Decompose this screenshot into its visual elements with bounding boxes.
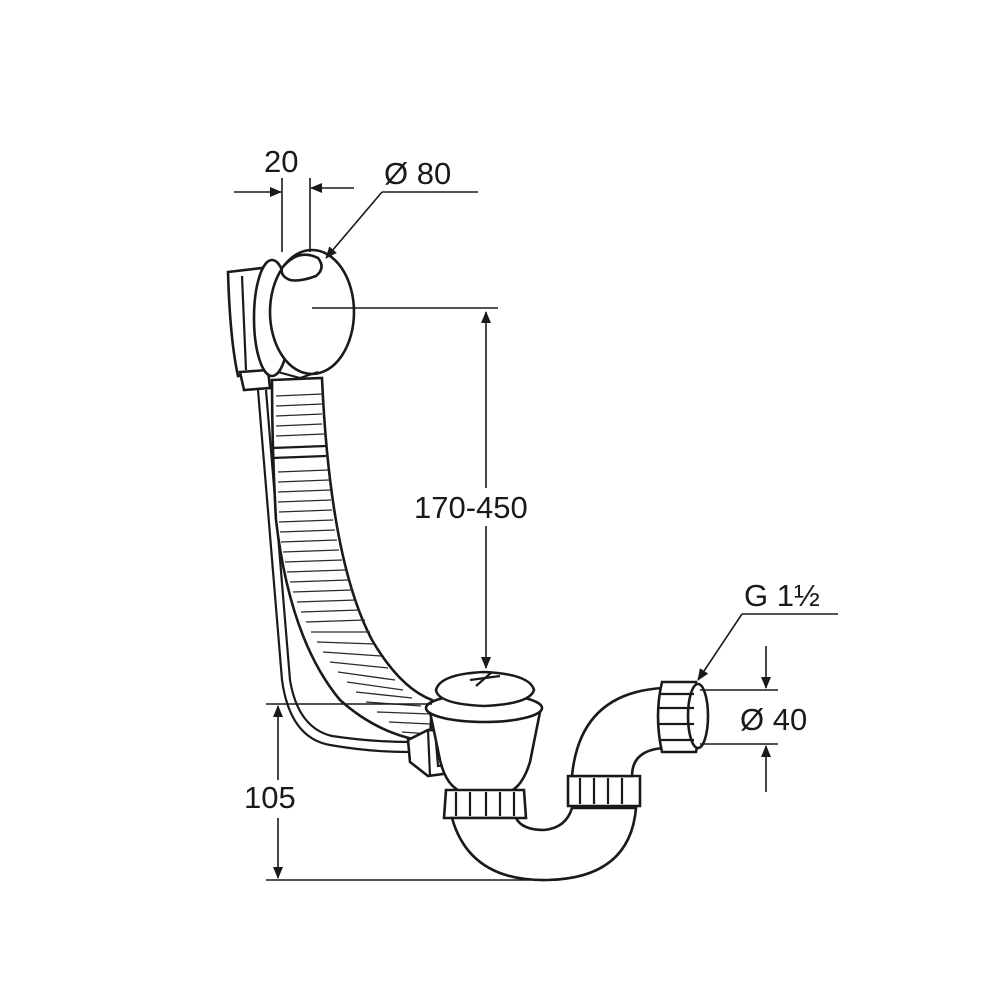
- trap-u-bend: [450, 806, 638, 882]
- trap-nut-left: [442, 788, 528, 820]
- flexible-hose: [270, 376, 434, 744]
- dimension-overflow-diameter: Ø 80: [325, 156, 478, 259]
- overflow-head: [252, 248, 356, 380]
- trap-nut-right: [566, 774, 642, 808]
- dimension-outlet-diameter: Ø 40: [700, 646, 807, 792]
- outlet-nut: [656, 680, 710, 754]
- dimension-label-thread: G 1½: [744, 578, 820, 613]
- dimension-width-20: 20: [234, 144, 354, 252]
- dimension-label-diameter-40: Ø 40: [740, 702, 807, 737]
- dimension-label-170-450: 170-450: [414, 490, 528, 525]
- trap-outlet-bend: [570, 686, 666, 778]
- dimension-label-105: 105: [244, 780, 296, 815]
- dimension-height-105: 105: [244, 703, 530, 881]
- waste-body: [424, 670, 544, 794]
- dimension-label-diameter-80: Ø 80: [384, 156, 451, 191]
- dimension-height-range: 170-450: [312, 307, 528, 669]
- dimension-label-20: 20: [264, 144, 298, 179]
- dimension-thread: G 1½: [697, 578, 838, 681]
